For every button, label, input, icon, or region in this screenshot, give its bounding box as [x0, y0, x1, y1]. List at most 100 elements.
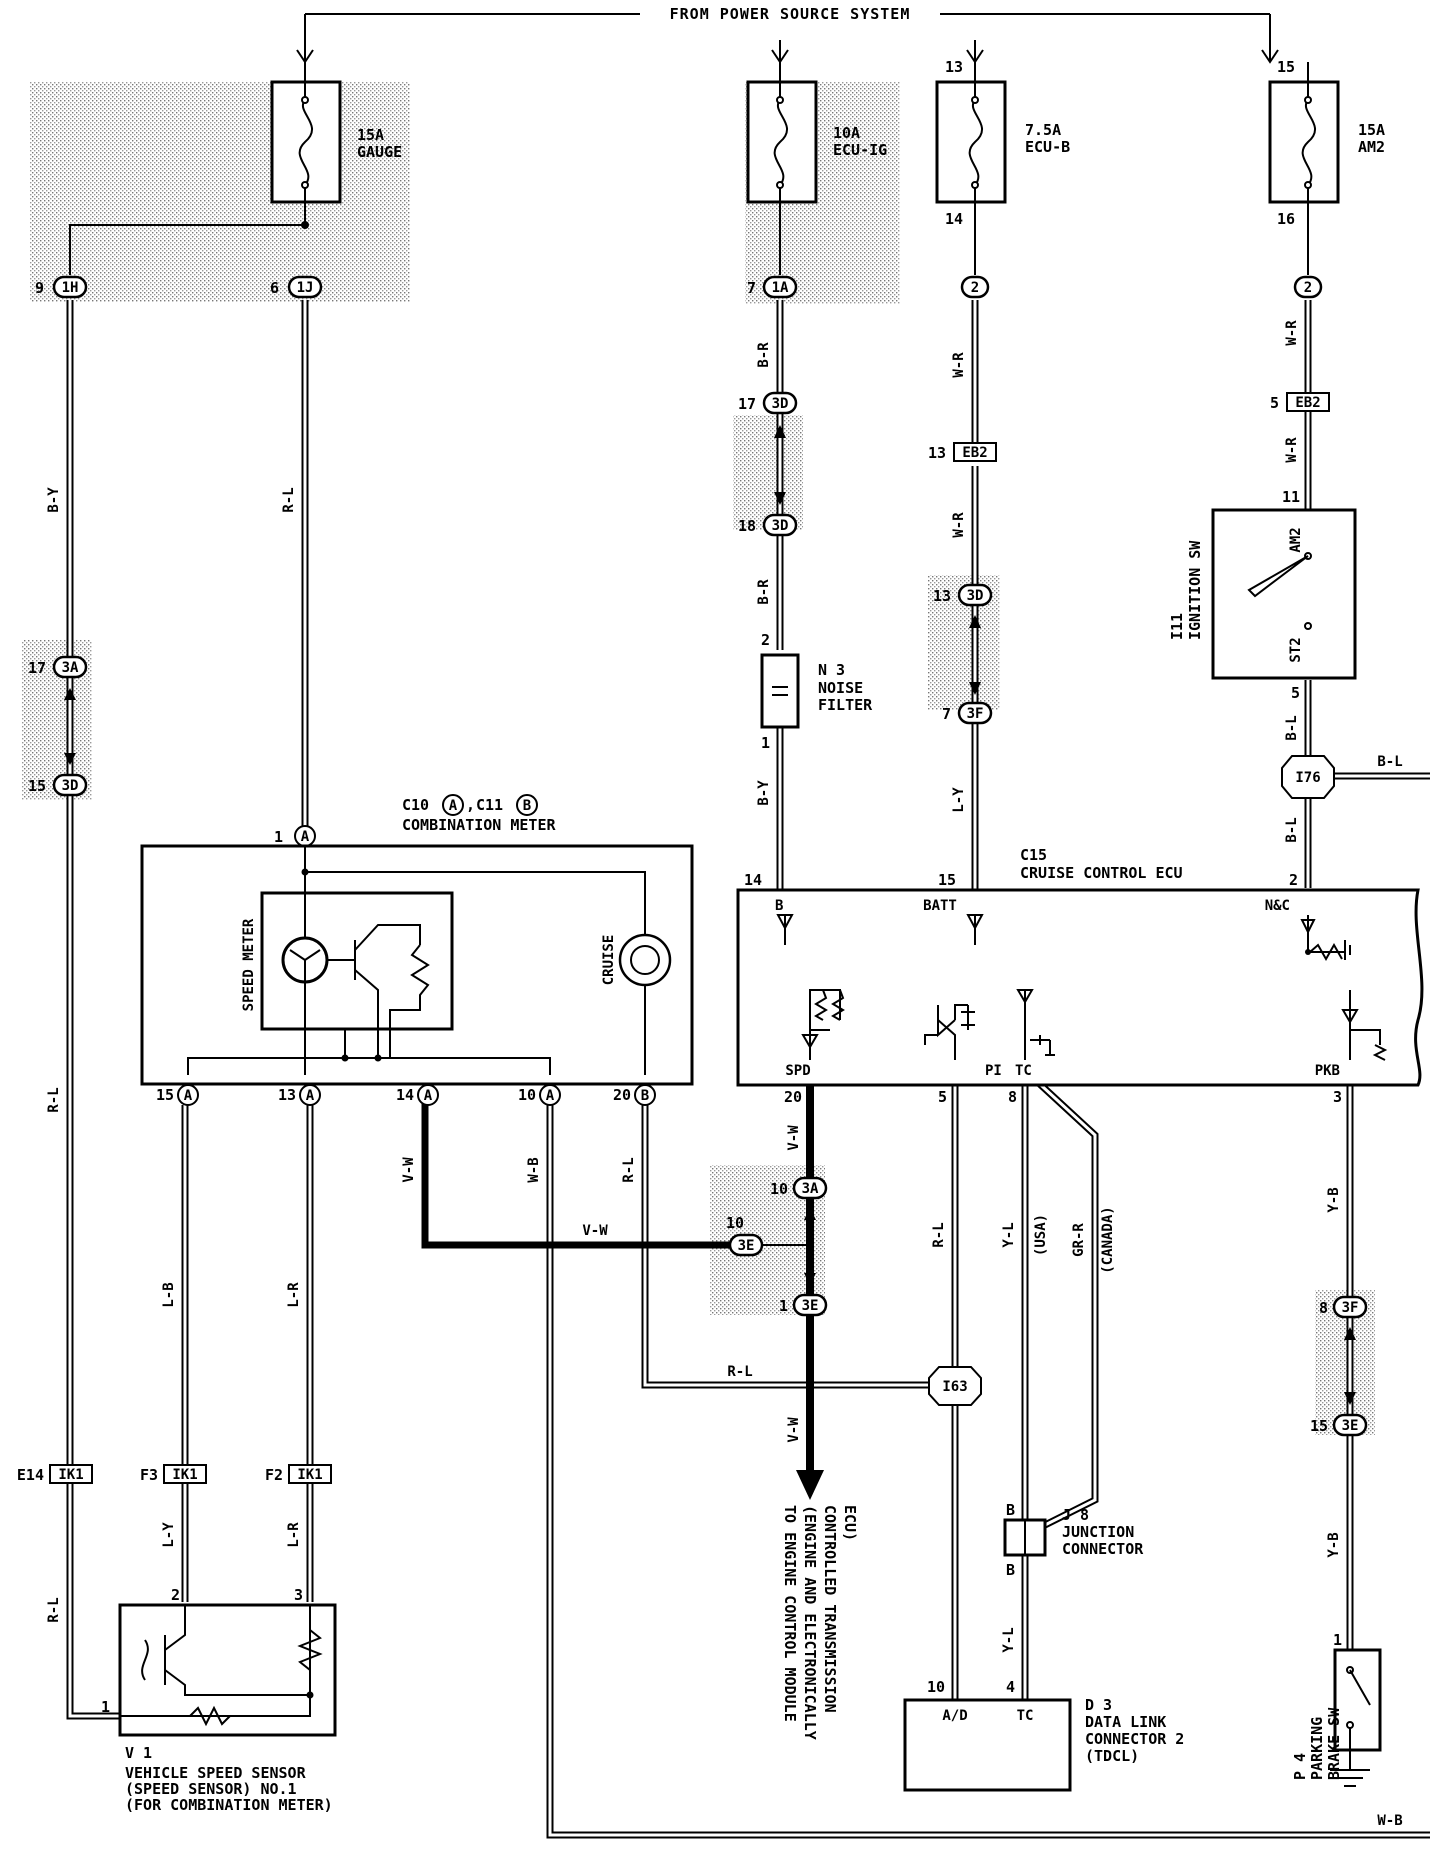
- vehicle-speed-sensor: 1 2 3 V 1 VEHICLE SPEED SENSOR (SPEED SE…: [101, 1586, 337, 1814]
- meter-id: C10: [402, 796, 429, 814]
- svg-text:10: 10: [518, 1086, 536, 1104]
- connector-1H: 1H 9: [35, 275, 88, 299]
- svg-text:17: 17: [28, 659, 46, 677]
- svg-text:IK1: IK1: [58, 1467, 83, 1483]
- fuse-ecu-b: 13 14 7.5A ECU-B: [935, 58, 1070, 275]
- wire-color-label: W-B: [526, 1157, 542, 1182]
- wire-color-label: W-R: [1284, 437, 1300, 463]
- ecu-name: CRUISE CONTROL ECU: [1020, 864, 1183, 882]
- ecu-id: C15: [1020, 846, 1047, 864]
- svg-text:1A: 1A: [772, 280, 789, 296]
- svg-text:IK1: IK1: [172, 1467, 197, 1483]
- cruise-control-ecu: C15 CRUISE CONTROL ECU 14 15 2 B BATT N&…: [736, 846, 1424, 1106]
- noise-filter: 2 1 N 3 NOISE FILTER: [760, 631, 873, 752]
- svg-text:ECU): ECU): [841, 1505, 859, 1541]
- connector-3F-a: 3F 7: [942, 701, 993, 725]
- wire-color-label: W-R: [951, 352, 967, 378]
- svg-text:3D: 3D: [772, 518, 789, 534]
- wire-color-label: Y-B: [1326, 1532, 1342, 1557]
- wire-color-label: Y-L: [1001, 1627, 1017, 1652]
- ignition-switch: 11 5 AM2 ST2 I11 IGNITION SW: [1168, 488, 1357, 702]
- svg-text:F3: F3: [140, 1466, 158, 1484]
- svg-text:IGNITION SW: IGNITION SW: [1186, 540, 1204, 640]
- svg-text:A: A: [301, 829, 310, 845]
- connector-3E-b: 3E 1: [779, 1293, 828, 1317]
- svg-text:3A: 3A: [802, 1181, 819, 1197]
- svg-text:,: ,: [466, 796, 475, 814]
- svg-text:3E: 3E: [1342, 1418, 1359, 1434]
- svg-text:A: A: [546, 1088, 555, 1104]
- ecm-reference: TO ENGINE CONTROL MODULE (ENGINE AND ELE…: [781, 1505, 859, 1740]
- svg-text:A: A: [449, 798, 458, 814]
- svg-text:JUNCTION: JUNCTION: [1062, 1523, 1134, 1541]
- connector-3A-a: 3A 17: [28, 655, 88, 679]
- svg-text:3D: 3D: [62, 778, 79, 794]
- connector-3E-c: 3E 15: [1310, 1413, 1368, 1437]
- connector-I76: I76: [1281, 755, 1335, 799]
- svg-text:3D: 3D: [967, 588, 984, 604]
- svg-text:E14: E14: [17, 1466, 44, 1484]
- wire-color-label: R-L: [727, 1364, 752, 1380]
- fuse-amp: 15A: [1358, 121, 1385, 139]
- svg-text:3E: 3E: [802, 1298, 819, 1314]
- connector-3A-b: 3A 10: [770, 1176, 828, 1200]
- svg-text:FILTER: FILTER: [818, 696, 873, 714]
- ecu-internal-circuits: [801, 989, 1388, 1061]
- svg-text:AM2: AM2: [1288, 527, 1304, 552]
- svg-text:8: 8: [1319, 1299, 1328, 1317]
- svg-text:B: B: [1006, 1501, 1015, 1519]
- junction-connector-id: J 8: [1062, 1506, 1089, 1524]
- connector-IK1-b: IK1 F3: [140, 1464, 207, 1484]
- svg-text:15: 15: [28, 777, 46, 795]
- svg-text:3: 3: [294, 1586, 303, 1604]
- wire-color-label: V-W: [786, 1417, 802, 1443]
- svg-text:13: 13: [278, 1086, 296, 1104]
- fuse-ecu-ig: 10A ECU-IG: [746, 62, 887, 275]
- svg-text:7: 7: [942, 705, 951, 723]
- svg-text:A: A: [306, 1088, 315, 1104]
- svg-text:(FOR COMBINATION METER): (FOR COMBINATION METER): [125, 1796, 333, 1814]
- svg-text:15: 15: [938, 871, 956, 889]
- connector-EB2-a: EB2 5: [1270, 392, 1330, 412]
- svg-text:4: 4: [1006, 1678, 1015, 1696]
- svg-text:20: 20: [784, 1088, 802, 1106]
- wire-color-label: R-L: [621, 1157, 637, 1182]
- svg-text:B: B: [775, 898, 783, 914]
- svg-text:PARKING: PARKING: [1308, 1717, 1326, 1780]
- svg-text:A: A: [184, 1088, 193, 1104]
- svg-text:I76: I76: [1295, 770, 1320, 786]
- svg-text:PKB: PKB: [1315, 1063, 1340, 1079]
- shaded-areas: [22, 82, 1375, 1435]
- svg-text:TC: TC: [1015, 1063, 1032, 1079]
- svg-text:8: 8: [1008, 1088, 1017, 1106]
- noise-filter-id: N 3: [818, 661, 845, 679]
- svg-text:1J: 1J: [297, 280, 314, 296]
- svg-text:7: 7: [747, 279, 756, 297]
- connector-3F-b: 3F 8: [1319, 1295, 1368, 1319]
- svg-text:1: 1: [274, 828, 283, 846]
- wire-color-label: B-R: [756, 579, 772, 605]
- svg-text:1H: 1H: [62, 280, 79, 296]
- wire-color-label: L-Y: [951, 787, 967, 813]
- fuse-amp: 10A: [833, 124, 860, 142]
- connector-3D-d: 3D 15: [28, 773, 88, 797]
- fuse-name: AM2: [1358, 138, 1385, 156]
- svg-text:ST2: ST2: [1288, 637, 1304, 662]
- svg-text:2: 2: [761, 631, 770, 649]
- wire-color-label: R-L: [46, 1087, 62, 1112]
- wire-color-label: Y-B: [1326, 1187, 1342, 1212]
- svg-text:18: 18: [738, 517, 756, 535]
- svg-text:10: 10: [770, 1180, 788, 1198]
- header-title: FROM POWER SOURCE SYSTEM: [670, 5, 911, 23]
- wire-color-label: L-R: [286, 1522, 302, 1548]
- connector-2-ecub: 2: [960, 275, 990, 299]
- svg-text:14: 14: [744, 871, 762, 889]
- wire-color-label: B-R: [756, 342, 772, 368]
- svg-text:2: 2: [1304, 280, 1312, 296]
- svg-text:15: 15: [156, 1086, 174, 1104]
- connector-1A: 1A 7: [747, 275, 798, 299]
- connector-EB2-b: EB2 13: [928, 442, 997, 462]
- svg-text:BATT: BATT: [923, 898, 957, 914]
- wire-color-label: V-W: [582, 1223, 608, 1239]
